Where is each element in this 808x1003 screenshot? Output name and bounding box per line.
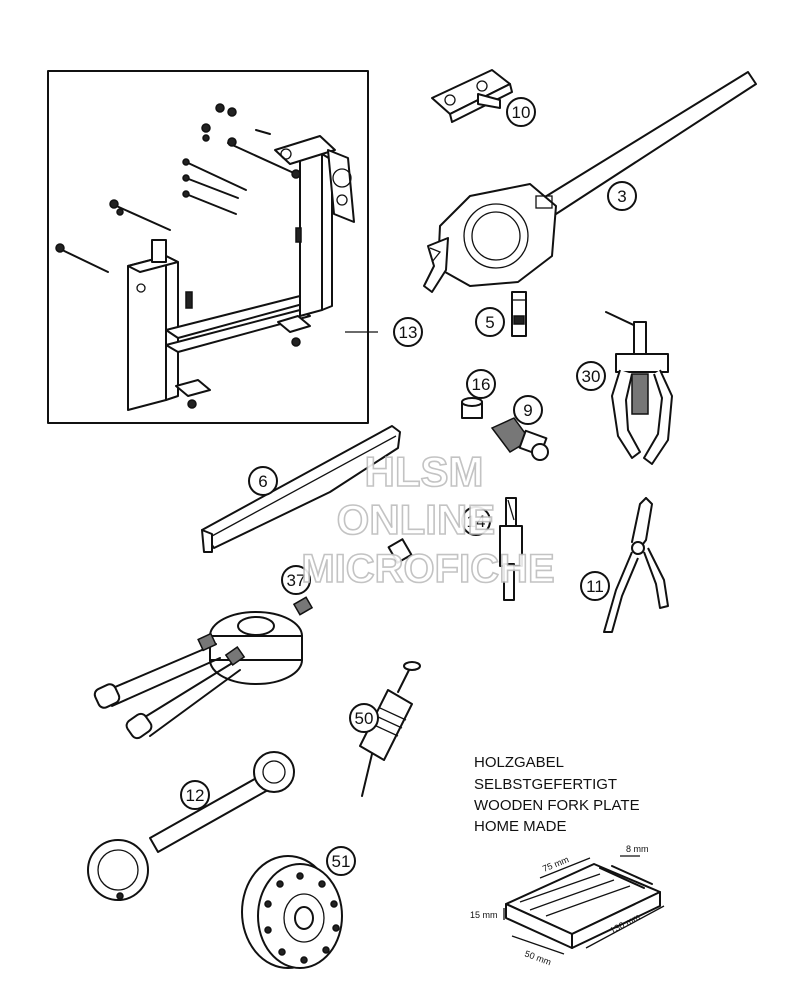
callout-14: 14 <box>461 506 491 536</box>
pin-5 <box>511 291 527 337</box>
callout-12: 12 <box>180 780 210 810</box>
svg-text:10: 10 <box>512 103 531 122</box>
svg-text:9: 9 <box>523 401 532 420</box>
svg-text:14: 14 <box>467 512 486 531</box>
svg-text:51: 51 <box>332 852 351 871</box>
callout-6: 6 <box>248 466 278 496</box>
puller-30 <box>605 311 673 465</box>
special-puller-37 <box>93 538 413 740</box>
callout-5: 5 <box>475 307 505 337</box>
holder-disc-51 <box>241 855 343 969</box>
callout-51: 51 <box>326 846 356 876</box>
callout-11: 11 <box>580 571 610 601</box>
callout-10: 10 <box>506 97 536 127</box>
engine-stand-13 <box>47 70 378 424</box>
plate-10 <box>431 69 513 123</box>
svg-text:5: 5 <box>485 313 494 332</box>
callout-30: 30 <box>576 361 606 391</box>
svg-text:6: 6 <box>258 472 267 491</box>
callout-13: 13 <box>393 317 423 347</box>
adapter-9 <box>490 417 549 461</box>
dim-15mm: 15 mm <box>470 910 498 920</box>
ring-wrench-12 <box>87 751 295 901</box>
dim-8mm: 8 mm <box>626 844 649 854</box>
extractor-14 <box>499 497 523 601</box>
wooden-fork-plate <box>503 855 665 955</box>
note-line-3: WOODEN FORK PLATE <box>474 797 640 814</box>
svg-text:13: 13 <box>399 323 418 342</box>
callout-37: 37 <box>281 565 311 595</box>
svg-text:30: 30 <box>582 367 601 386</box>
callout-9: 9 <box>513 395 543 425</box>
flat-lever-6 <box>201 425 401 553</box>
spanner-wrench-3 <box>423 71 757 293</box>
watermark-line-2: ONLINE <box>337 496 496 543</box>
note-line-1: HOLZGABEL <box>474 754 564 771</box>
dim-75mm: 75 mm <box>541 854 570 874</box>
pliers-11 <box>603 497 669 633</box>
fork-plate-note: HOLZGABEL SELBSTGEFERTIGT WOODEN FORK PL… <box>474 754 640 835</box>
svg-text:37: 37 <box>287 571 306 590</box>
inset-frame <box>47 70 369 424</box>
watermark-line-1: HLSM <box>365 448 484 495</box>
svg-text:11: 11 <box>586 577 604 596</box>
svg-text:12: 12 <box>186 786 205 805</box>
callout-3: 3 <box>607 181 637 211</box>
svg-text:3: 3 <box>617 187 626 206</box>
watermark-line-3: MICROFICHE <box>301 547 554 591</box>
callout-16: 16 <box>466 369 496 399</box>
note-line-2: SELBSTGEFERTIGT <box>474 776 617 793</box>
svg-text:16: 16 <box>472 375 491 394</box>
note-line-4: HOME MADE <box>474 818 567 835</box>
callout-50: 50 <box>349 703 379 733</box>
watermark: HLSM ONLINE MICROFICHE <box>301 447 556 592</box>
bushing-16 <box>461 397 483 419</box>
dim-50mm: 50 mm <box>523 948 552 967</box>
svg-text:50: 50 <box>355 709 374 728</box>
